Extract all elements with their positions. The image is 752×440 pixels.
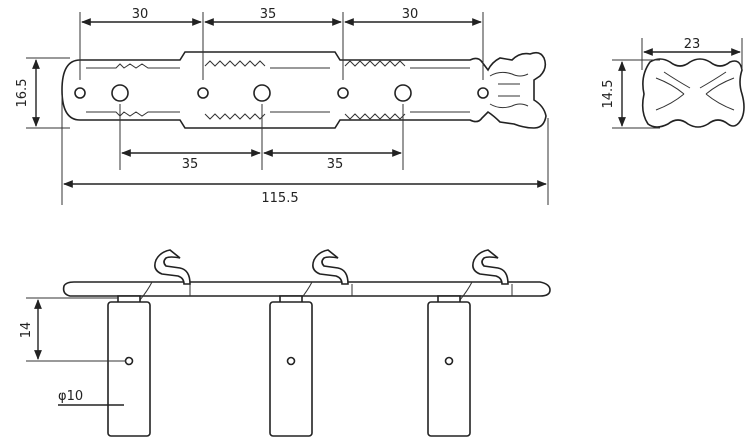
post [427,301,471,437]
dim-post-height: 14 [19,322,34,339]
front-view: 14 φ10 [19,249,551,437]
dim-bottom-spacing-1: 35 [182,157,199,172]
hook [154,249,191,285]
large-hole [111,84,129,102]
post-hole [444,356,454,366]
dim-side-height: 14.5 [601,80,616,109]
hook [312,249,349,285]
large-hole [394,84,412,102]
serration-bottom [86,111,470,120]
dim-side-width: 23 [684,37,701,52]
small-hole [337,87,349,99]
post-hole [286,356,296,366]
dim-top-spacing-1: 30 [132,7,149,22]
clip-slot [489,71,529,109]
dim-post-diameter: φ10 [58,389,83,404]
post [269,301,313,437]
plate-outline [61,51,547,129]
small-hole [197,87,209,99]
base-plate [62,281,551,297]
post [107,301,151,437]
dim-bottom-spacing-2: 35 [327,157,344,172]
dim-height: 16.5 [15,79,30,108]
dim-top-spacing-2: 35 [260,7,277,22]
small-hole [74,87,86,99]
dim-overall-length: 115.5 [261,191,298,206]
hook [472,249,509,285]
large-hole [253,84,271,102]
side-view: 23 14.5 [601,37,745,129]
small-hole [477,87,489,99]
dim-top-spacing-3: 30 [402,7,419,22]
serration-top [86,60,470,69]
top-view: 30 35 30 16.5 35 35 115.5 [15,7,549,206]
post-hole [124,356,134,366]
end-profile [641,58,745,128]
